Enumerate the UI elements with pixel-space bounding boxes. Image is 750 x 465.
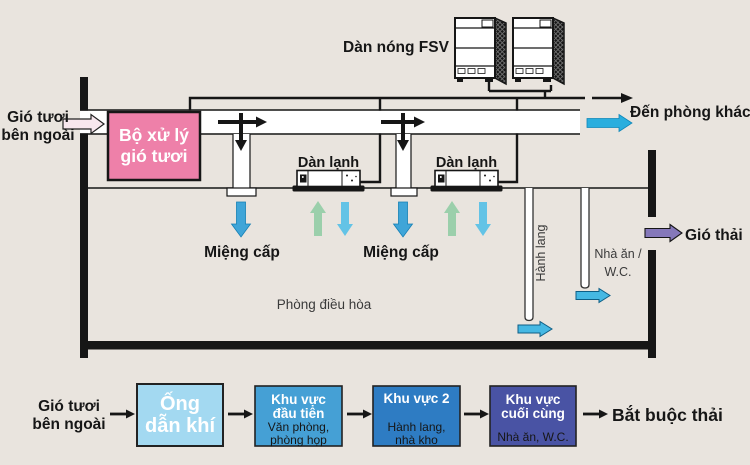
flow-box-4: [489, 385, 577, 447]
refrigerant-piping: [188, 81, 585, 184]
flow-arrow-3: [347, 409, 372, 419]
exhaust-shafts: [524, 188, 590, 322]
indoor-unit-label-2: Dàn lạnh: [436, 155, 497, 171]
flow-box-4-title-line2: cuối cùng: [501, 406, 565, 421]
outdoor-unit-2: [512, 16, 565, 86]
exhaust-shaft-corridor: [524, 188, 534, 322]
flow-arrow-5: [583, 409, 608, 419]
processor-label-line1: Bộ xử lý: [119, 125, 189, 145]
return-down-arrow-1: [337, 202, 353, 236]
flow-box-3-title: Khu vực 2: [383, 391, 449, 406]
processor-label-line2: gió tươi: [121, 146, 188, 166]
indoor-unit-label-1: Dàn lạnh: [298, 155, 359, 171]
flow-box-1-title-line2: dẫn khí: [145, 413, 216, 437]
left-wall: [80, 77, 88, 358]
return-down-arrow-2: [475, 202, 491, 236]
fresh-air-label-line2: bên ngoài: [1, 127, 74, 144]
flow-result-label: Bắt buộc thải: [612, 404, 723, 425]
flow-box-1-title-line1: Ống: [160, 391, 200, 415]
supply-outlet-label-1: Miệng cấp: [204, 244, 280, 261]
fresh-air-inlet-arrow: [62, 113, 106, 135]
supply-drop-1: [226, 134, 257, 197]
exhaust-outlet-arrow: [644, 223, 683, 243]
flow-arrow-4: [464, 409, 489, 419]
flow-source-label-line1: Gió tươi: [38, 398, 100, 415]
supply-air-arrow-1: [230, 201, 252, 238]
supply-drop-2: [390, 134, 418, 197]
flow-box-4-subtitle: Nhà ăn, W.C.: [497, 430, 568, 444]
flow-box-1: [136, 383, 224, 447]
flow-source-label-line2: bên ngoài: [32, 416, 105, 433]
flow-box-4-title-line1: Khu vực: [506, 392, 561, 407]
right-wall-upper: [648, 150, 656, 217]
outdoor-unit-label: Dàn nóng FSV: [343, 39, 450, 56]
supply-outlet-label-2: Miệng cấp: [363, 244, 439, 261]
flow-box-2-title-line2: đầu tiên: [273, 406, 325, 421]
flow-arrow-2: [228, 409, 253, 419]
flow-arrow-1: [110, 409, 135, 419]
corridor-exhaust-arrow: [517, 320, 553, 338]
flow-box-3-subtitle-line2: nhà kho: [395, 433, 438, 447]
to-other-rooms-label: Đến phòng khác: [630, 104, 750, 121]
fresh-air-label-line1: Gió tươi: [7, 109, 69, 126]
building-structure: [80, 77, 656, 358]
fresh-up-arrow-1: [310, 201, 326, 236]
exhaust-shaft-canteen: [580, 188, 590, 289]
canteen-shaft-label-line1: Nhà ăn /: [594, 247, 642, 261]
indoor-unit-2: [430, 169, 503, 192]
supply-air-arrow-2: [392, 201, 414, 238]
floor: [80, 341, 656, 350]
corridor-shaft-label: Hành lang: [534, 224, 548, 281]
flow-chart: Gió tươi bên ngoài Ống dẫn khí Khu vực đ…: [32, 383, 723, 447]
flow-box-2-subtitle-line1: Văn phòng,: [268, 420, 329, 434]
indoor-unit-1: [292, 169, 365, 192]
flow-box-2-subtitle-line2: phòng họp: [270, 433, 327, 447]
fresh-air-processor-box: [106, 110, 202, 182]
right-wall-lower: [648, 250, 656, 358]
duct-branch-arrow-1: [218, 113, 267, 151]
flow-box-3-subtitle-line1: Hành lang,: [387, 420, 445, 434]
flow-box-3: [372, 385, 461, 447]
duct-branch-arrow-2: [381, 113, 425, 151]
room-label: Phòng điều hòa: [277, 297, 372, 312]
supply-duct-main: [80, 109, 580, 135]
flow-box-2: [254, 385, 343, 447]
canteen-shaft-label-line2: W.C.: [604, 265, 631, 279]
exhaust-label: Gió thải: [685, 227, 743, 244]
flow-box-2-title-line1: Khu vực: [271, 392, 326, 407]
fresh-up-arrow-2: [444, 201, 460, 236]
to-other-rooms-duct-arrow: [586, 113, 633, 133]
to-other-rooms-pipe-arrow: [592, 93, 633, 103]
outdoor-unit-1: [454, 16, 507, 86]
canteen-exhaust-arrow: [575, 287, 611, 304]
